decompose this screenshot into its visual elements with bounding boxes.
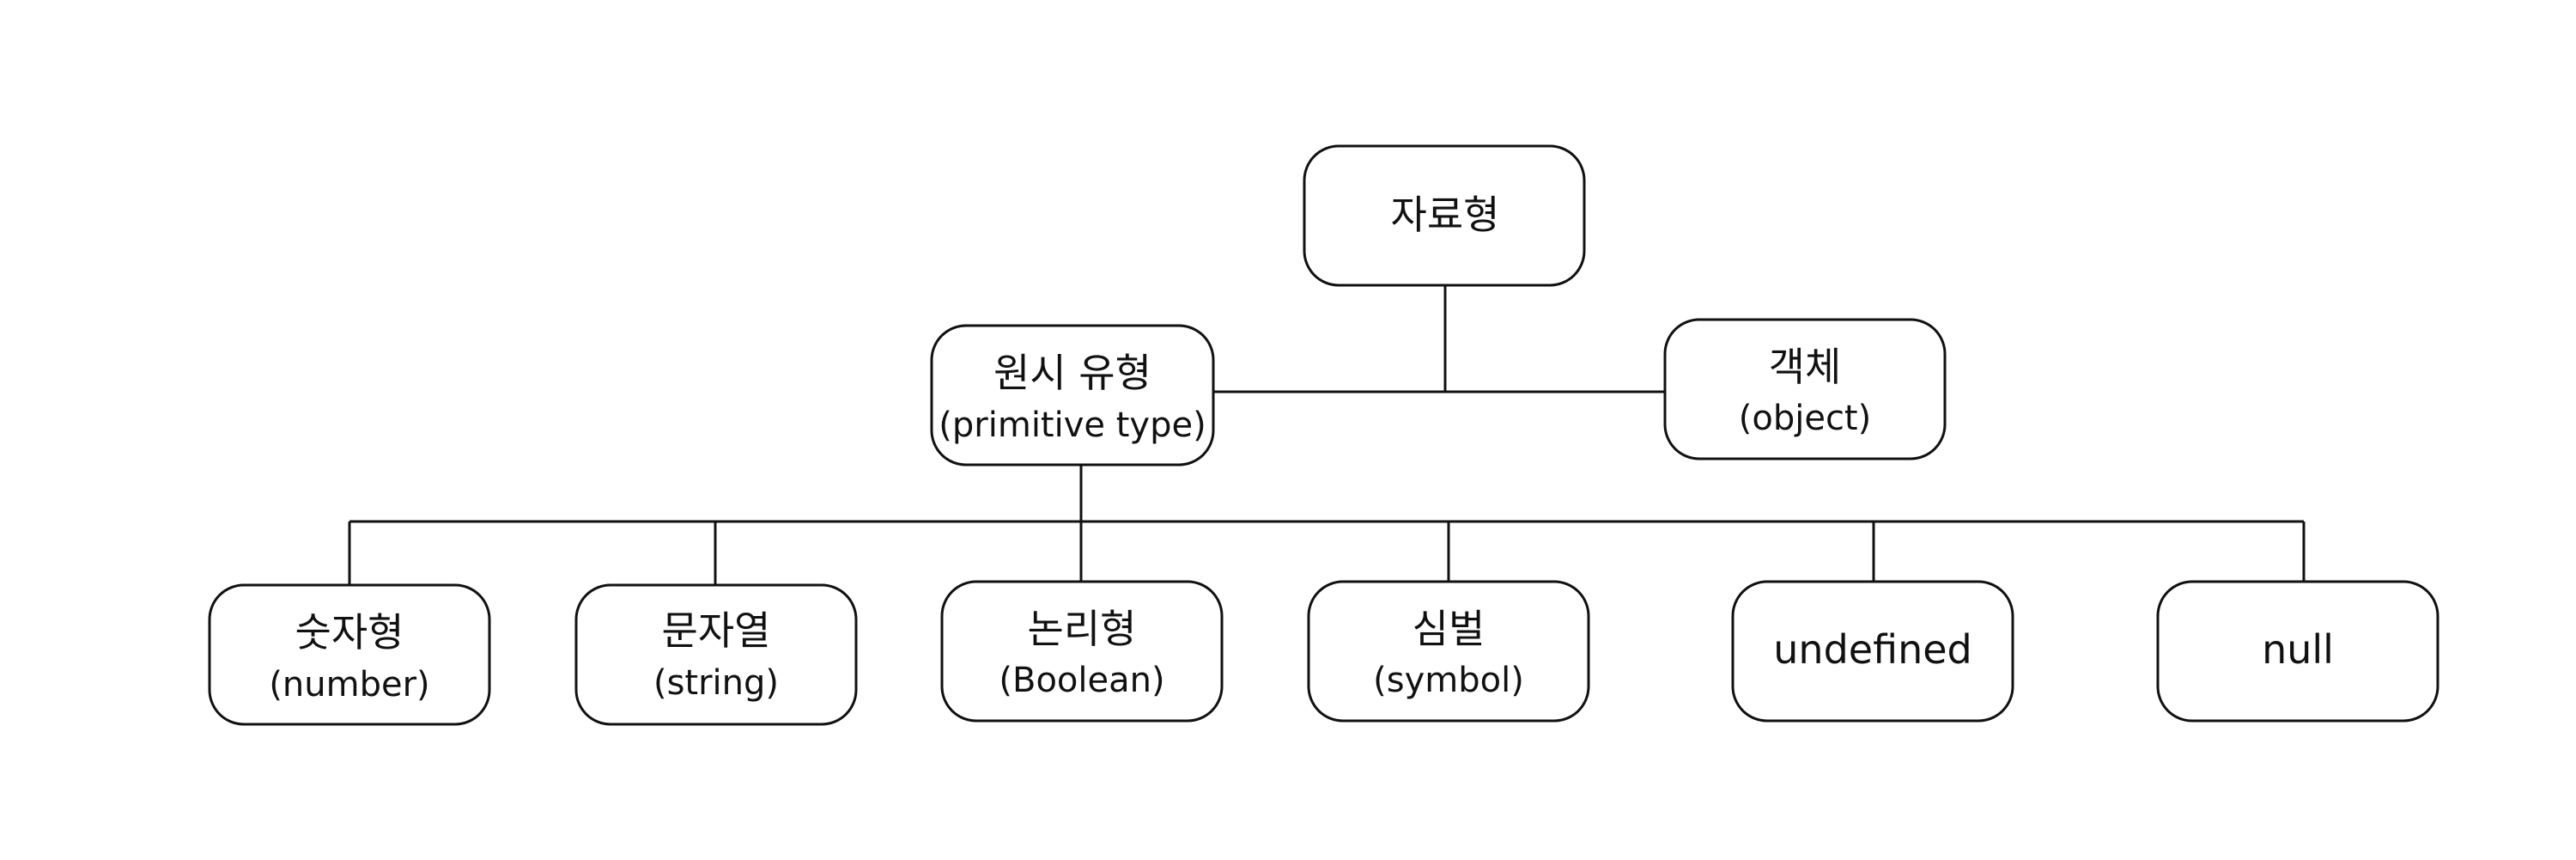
node-boolean-box <box>940 580 1224 723</box>
node-undefined: undefined <box>1731 580 2014 723</box>
node-number-label: 숫자형 <box>295 609 404 656</box>
node-null: null <box>2156 580 2439 723</box>
node-object-box <box>1663 318 1947 460</box>
node-null-label: null <box>2262 626 2334 673</box>
node-data-type-box <box>1303 144 1586 287</box>
node-primitive-type: 원시 유형 (primitive type) <box>930 324 1215 467</box>
node-symbol: 심벌 (symbol) <box>1307 580 1590 723</box>
node-string: 문자열 (string) <box>574 583 858 726</box>
node-string-label: 문자열 <box>662 607 771 654</box>
node-undefined-box <box>1731 580 2014 723</box>
node-symbol-label: 심벌 <box>1413 606 1485 652</box>
node-boolean: 논리형 (Boolean) <box>940 580 1224 723</box>
node-data-type-label: 자료형 <box>1391 192 1500 238</box>
node-string-sublabel: (string) <box>653 663 779 703</box>
node-primitive-type-label: 원시 유형 <box>993 350 1151 396</box>
node-primitive-type-sublabel: (primitive type) <box>939 406 1206 445</box>
node-object-label: 객체 <box>1769 344 1842 390</box>
node-number-sublabel: (number) <box>269 665 429 704</box>
node-undefined-label: undefined <box>1773 626 1971 673</box>
node-symbol-box <box>1307 580 1590 723</box>
node-primitive-type-box <box>930 324 1215 467</box>
node-object: 객체 (object) <box>1663 318 1947 460</box>
node-data-type: 자료형 <box>1303 144 1586 287</box>
node-number: 숫자형 (number) <box>208 583 491 726</box>
connectors <box>348 285 2306 585</box>
node-boolean-label: 논리형 <box>1028 606 1137 652</box>
node-number-box <box>208 583 491 726</box>
node-boolean-sublabel: (Boolean) <box>999 661 1164 700</box>
node-null-box <box>2156 580 2439 723</box>
node-object-sublabel: (object) <box>1739 399 1871 438</box>
node-string-box <box>574 583 858 726</box>
node-symbol-sublabel: (symbol) <box>1373 661 1524 700</box>
